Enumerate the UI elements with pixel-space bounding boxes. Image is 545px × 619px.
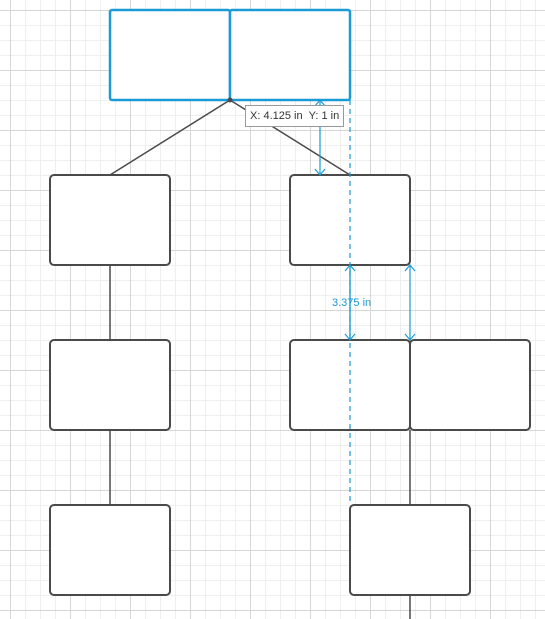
- coordinates-tooltip: X: 4.125 in Y: 1 in: [245, 105, 345, 127]
- spacing-distance-label: 3.375 in: [332, 297, 372, 309]
- shape-right-2b[interactable]: [409, 339, 531, 431]
- spacing-arrow-middle-right: [404, 264, 416, 341]
- tooltip-x-value: 4.125 in: [263, 110, 303, 122]
- tooltip-y-value: 1 in: [321, 110, 340, 122]
- selected-shape-top-left[interactable]: [108, 8, 232, 102]
- connector-root-left[interactable]: [109, 99, 231, 176]
- tooltip-y-label: Y:: [308, 110, 319, 122]
- spacing-arrow-middle-left: [344, 264, 356, 341]
- resize-handle[interactable]: [227, 97, 233, 103]
- shape-left-1[interactable]: [49, 174, 171, 266]
- selected-shape-top-right[interactable]: [228, 8, 352, 102]
- tooltip-x-label: X:: [250, 110, 261, 122]
- shape-left-2[interactable]: [49, 339, 171, 431]
- tooltip-y: Y: 1 in: [309, 106, 340, 126]
- shape-right-3[interactable]: [349, 504, 471, 596]
- tooltip-x: X: 4.125 in: [250, 106, 303, 126]
- shape-left-3[interactable]: [49, 504, 171, 596]
